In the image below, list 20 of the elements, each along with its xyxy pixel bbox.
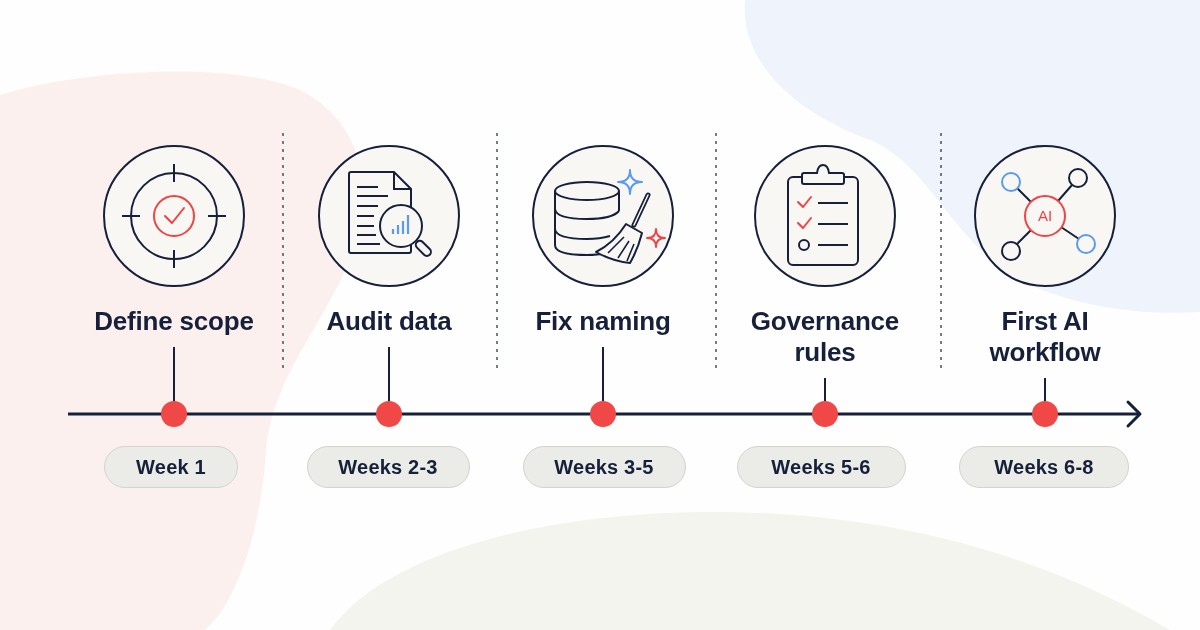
milestone-title: Fix naming	[535, 306, 671, 337]
timeline-dot	[1032, 401, 1058, 427]
timeline-dot	[376, 401, 402, 427]
stem-line	[1044, 377, 1046, 402]
hub-label: AI	[1037, 208, 1053, 224]
milestone-title: Audit data	[326, 306, 452, 337]
stem-line	[602, 346, 604, 402]
stem-line	[824, 377, 826, 402]
week-tag: Weeks 2-3	[306, 446, 470, 488]
stem-line	[173, 346, 175, 402]
milestone-title: Define scope	[94, 306, 254, 337]
timeline-dot	[590, 401, 616, 427]
milestone-title: Governance rules	[749, 306, 901, 368]
week-tag: Weeks 6-8	[959, 446, 1129, 488]
week-tag: Week 1	[104, 446, 238, 488]
stem-line	[388, 346, 390, 402]
timeline-dot	[812, 401, 838, 427]
week-tag: Weeks 5-6	[736, 446, 906, 488]
week-tag: Weeks 3-5	[522, 446, 686, 488]
milestone-title: First AI workflow	[988, 306, 1102, 368]
